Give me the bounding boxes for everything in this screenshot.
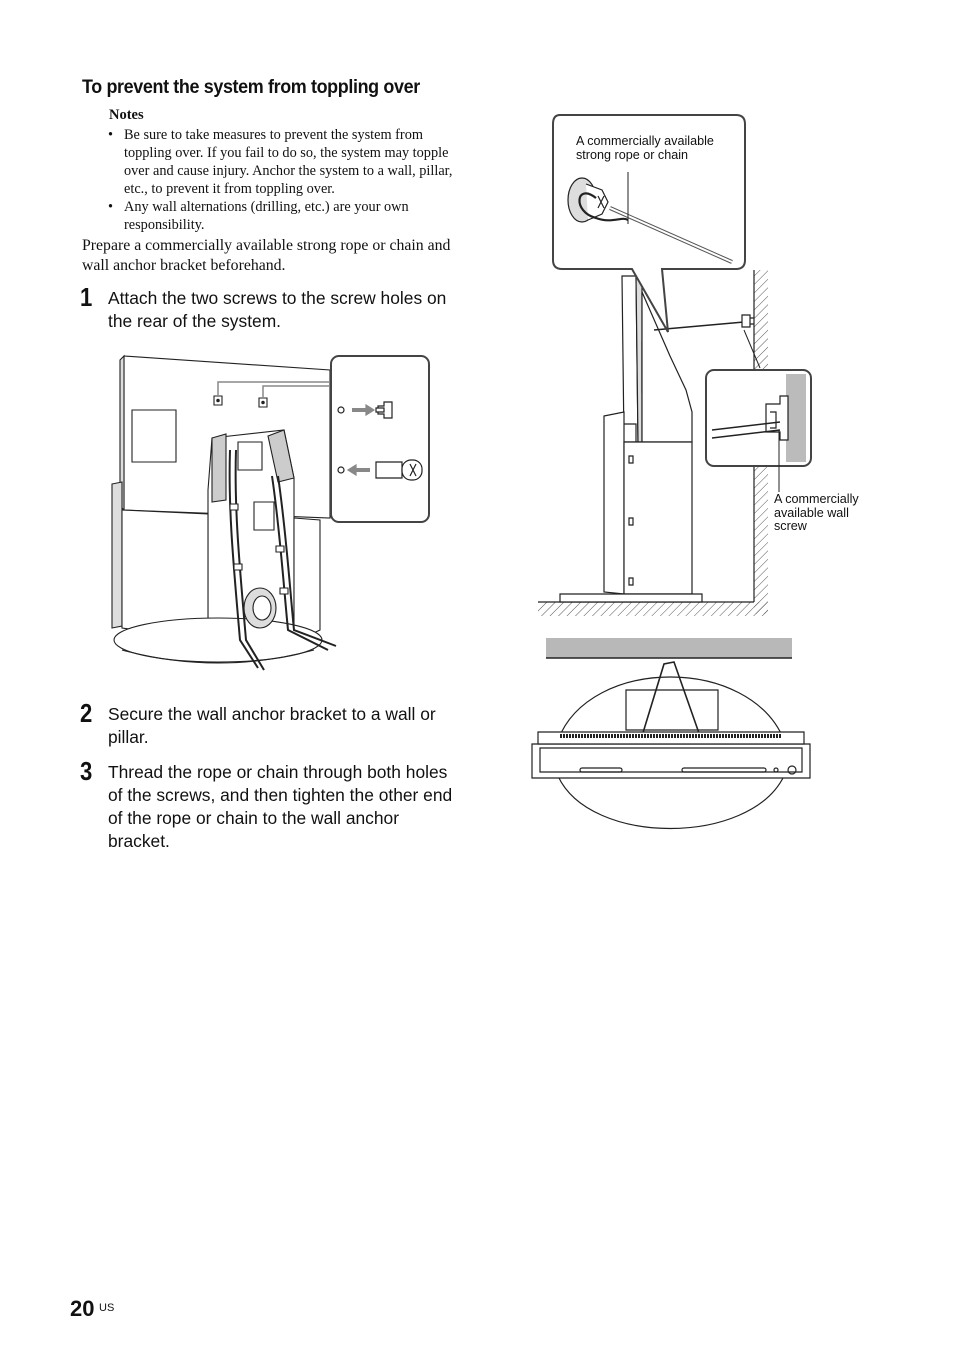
notes-list: Be sure to take measures to prevent the … [108, 126, 453, 234]
step-number-1: 1 [80, 282, 93, 312]
side-view-illustration [538, 112, 832, 616]
step-text-1: Attach the two screws to the screw holes… [108, 288, 447, 331]
page-region: US [99, 1302, 115, 1314]
page-number: 20 [70, 1296, 95, 1321]
note-item: Be sure to take measures to prevent the … [108, 126, 453, 198]
rear-view-illustration [108, 350, 433, 675]
floor [538, 602, 768, 616]
note-item: Any wall alternations (drilling, etc.) a… [108, 198, 453, 234]
notes-title: Notes [109, 107, 144, 123]
step-text-2: Secure the wall anchor bracket to a wall… [108, 704, 436, 747]
screw-detail-box [331, 356, 429, 522]
section-title: To prevent the system from toppling over [82, 76, 420, 98]
rope-callout-label: A commercially available strong rope or … [576, 134, 714, 162]
top-view-illustration [530, 638, 814, 832]
rope-detail-box [553, 115, 745, 332]
screw-callout-label: A commercially available wall screw [774, 492, 859, 533]
intro-paragraph: Prepare a commercially available strong … [82, 237, 451, 274]
step-text-3: Thread the rope or chain through both ho… [108, 762, 453, 851]
step-number-3: 3 [80, 756, 93, 786]
top-view-wall [546, 638, 792, 658]
wall-screw-detail-box [706, 370, 811, 492]
step-number-2: 2 [80, 698, 93, 728]
